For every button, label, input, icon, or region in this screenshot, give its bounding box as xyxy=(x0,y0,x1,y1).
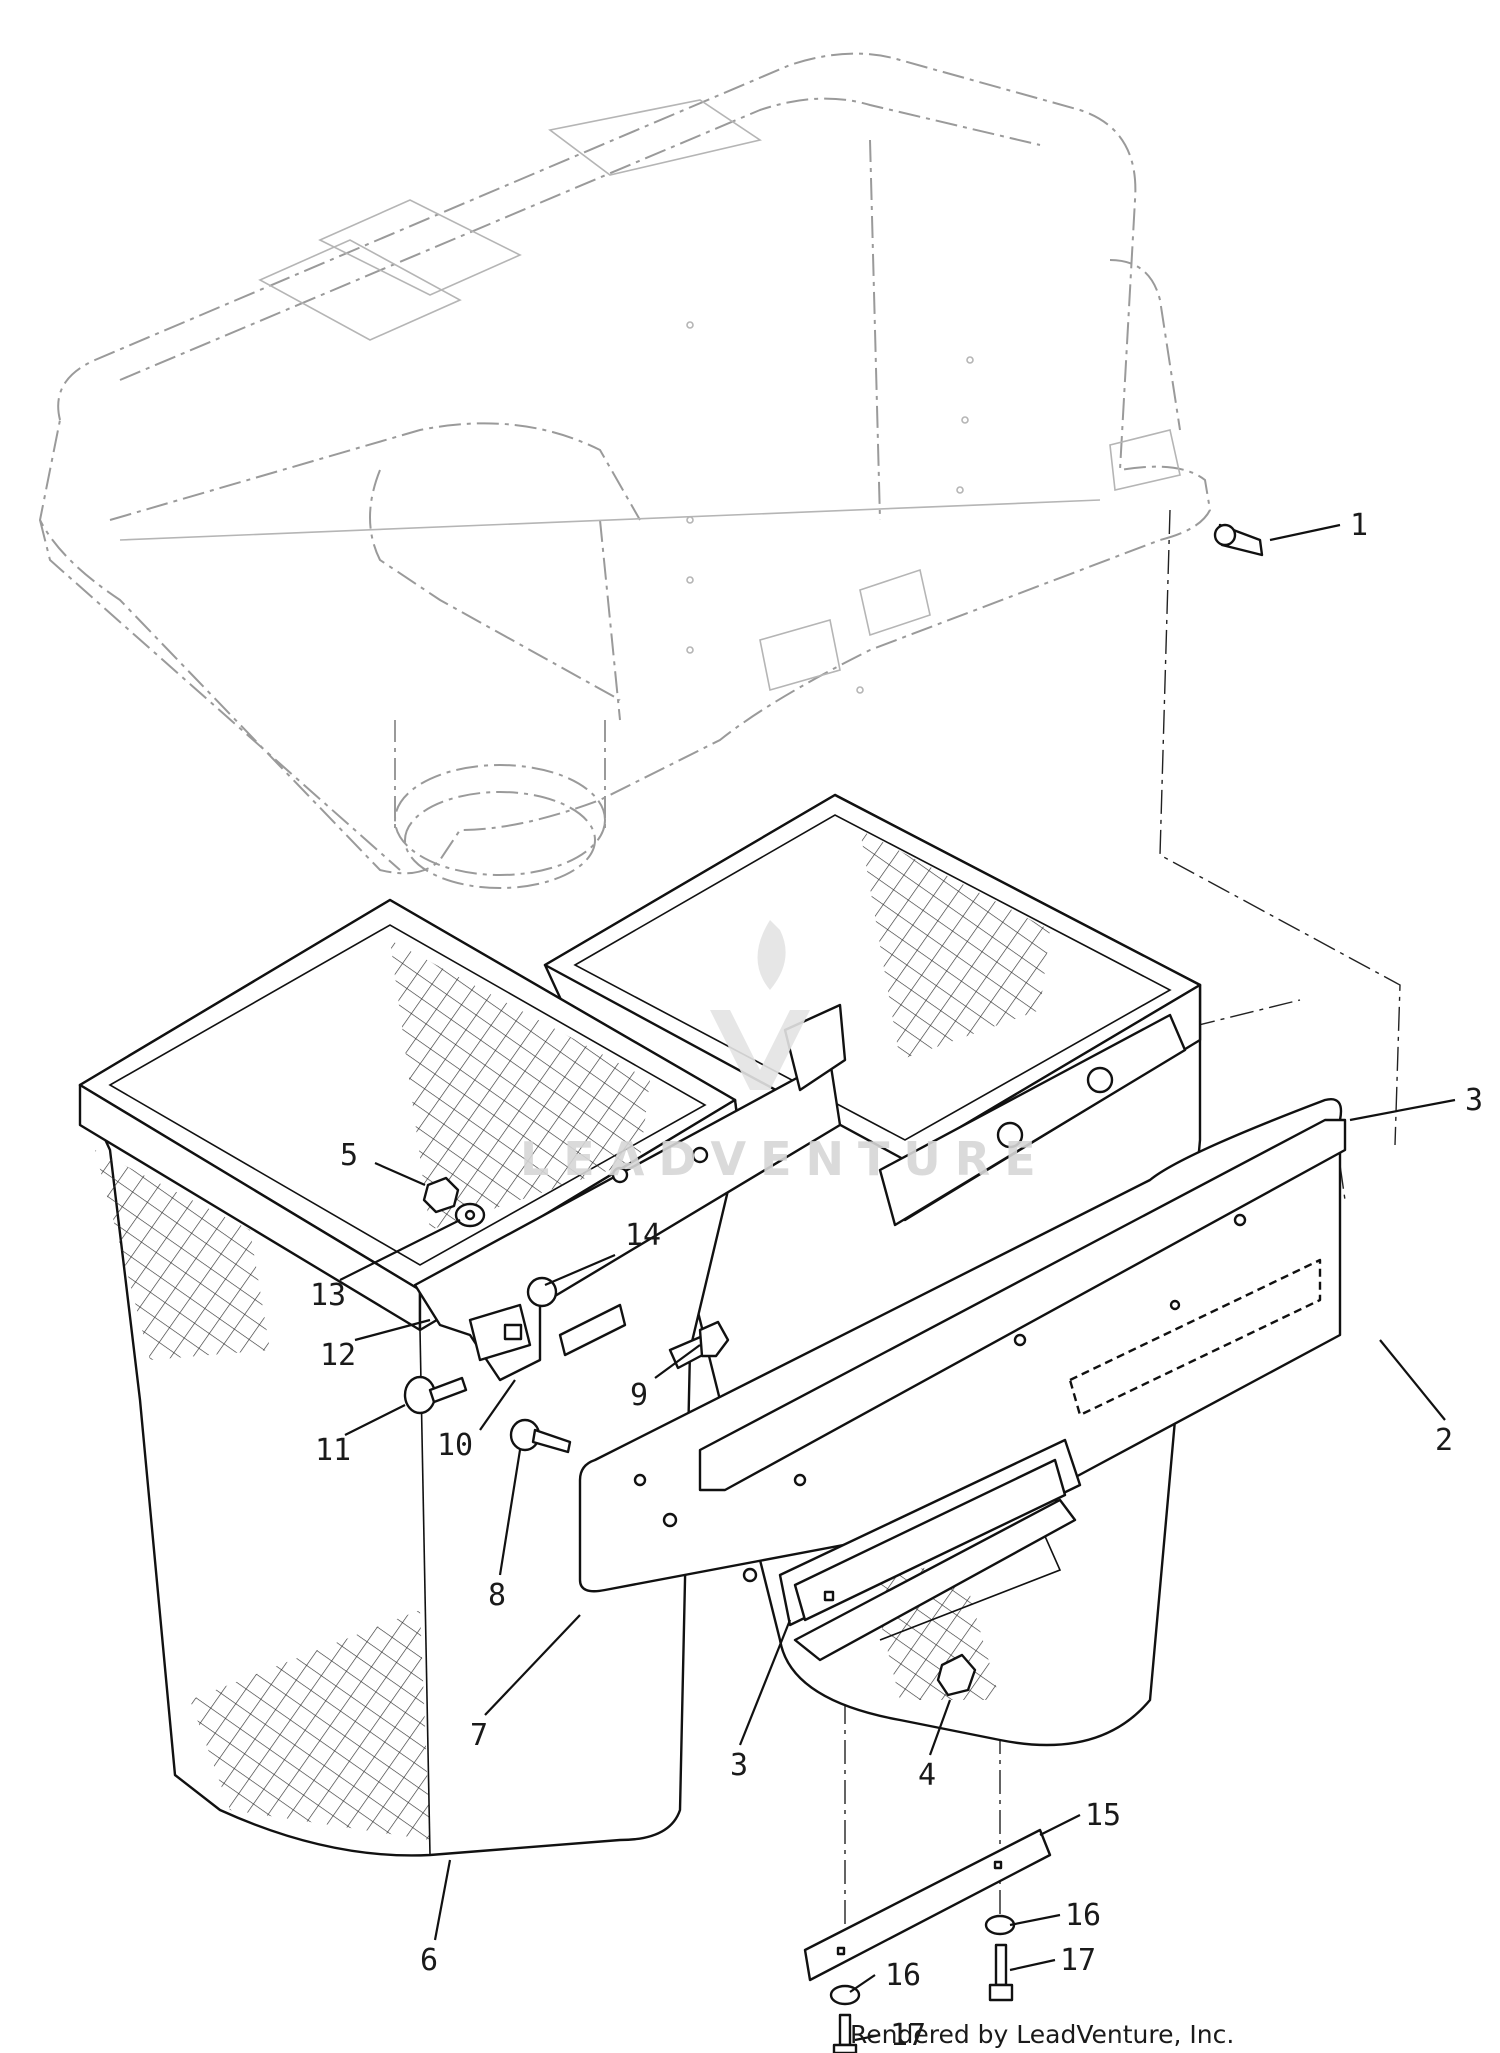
callout-16-lower: 16 xyxy=(885,1958,921,1993)
fasteners xyxy=(403,523,1264,2053)
left-bag-bracket xyxy=(413,1003,847,1382)
lower-strap xyxy=(778,1438,1082,1662)
callout-3-upper-strap: 3 xyxy=(1465,1083,1483,1118)
callouts: 1 2 3 3 4 5 6 7 8 9 10 11 12 13 14 15 16… xyxy=(310,508,1483,2053)
footer-credit: Rendered by LeadVenture, Inc. xyxy=(850,2020,1234,2049)
left-grass-bag xyxy=(78,898,742,1857)
callout-8: 8 xyxy=(488,1578,506,1613)
callout-13: 13 xyxy=(310,1278,346,1313)
callout-7: 7 xyxy=(470,1718,488,1753)
watermark: LEADVENTURE xyxy=(520,920,1050,1186)
callout-15: 15 xyxy=(1085,1798,1121,1833)
callout-4: 4 xyxy=(918,1758,936,1793)
watermark-text: LEADVENTURE xyxy=(520,1132,1050,1186)
callout-17-lower: 17 xyxy=(890,2018,926,2053)
callout-17-upper: 17 xyxy=(1060,1943,1096,1978)
ghost-hood xyxy=(38,52,1212,889)
callout-9: 9 xyxy=(630,1378,648,1413)
callout-16-upper: 16 xyxy=(1065,1898,1101,1933)
callout-14: 14 xyxy=(625,1218,661,1253)
upper-strap xyxy=(698,1118,1347,1492)
callout-3-lower-strap: 3 xyxy=(730,1748,748,1783)
callout-2: 2 xyxy=(1435,1423,1453,1458)
leader-lines xyxy=(339,523,1456,2042)
callout-11: 11 xyxy=(315,1433,351,1468)
callout-1: 1 xyxy=(1350,508,1368,543)
callout-12: 12 xyxy=(320,1338,356,1373)
callout-6: 6 xyxy=(420,1943,438,1978)
callout-5: 5 xyxy=(340,1138,358,1173)
callout-10: 10 xyxy=(437,1428,473,1463)
